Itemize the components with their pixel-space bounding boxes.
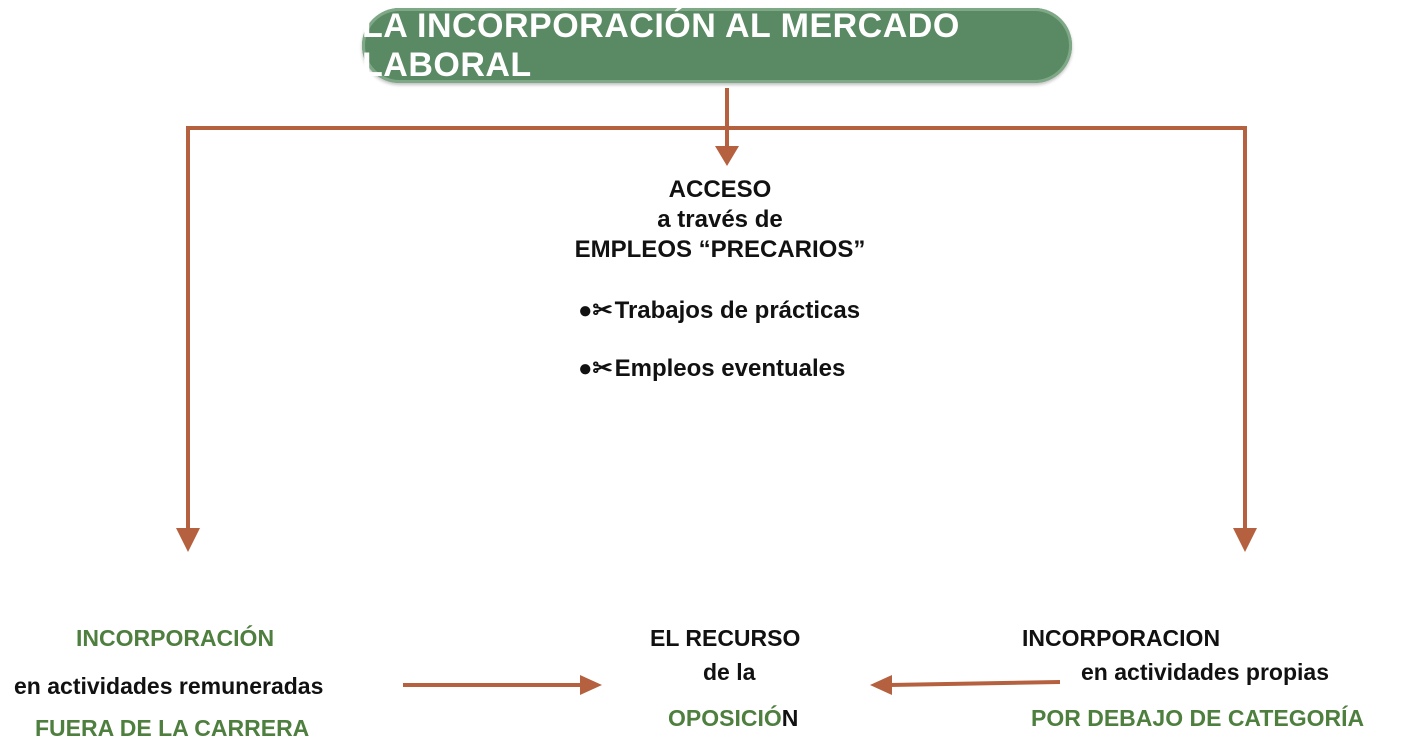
- left-heading: INCORPORACIÓN: [76, 625, 275, 651]
- right-footer: POR DEBAJO DE CATEGORÍA: [1031, 705, 1365, 731]
- left-description: en actividades remuneradas: [14, 673, 324, 699]
- middle-subtitle: de la: [703, 659, 756, 685]
- access-precarious: EMPLEOS “PRECARIOS”: [574, 236, 866, 263]
- scissors-icon: ●✂: [578, 355, 613, 382]
- middle-oposicion: OPOSICIÓN: [668, 705, 799, 731]
- scissors-icon: ●✂: [578, 297, 613, 324]
- center-down-arrowhead: [715, 146, 739, 166]
- title-banner: LA INCORPORACIÓN AL MERCADO LABORAL: [362, 7, 1072, 84]
- right-middle-line: [889, 680, 1061, 687]
- left-down-arrowhead: [176, 528, 200, 552]
- middle-title: EL RECURSO: [650, 625, 801, 651]
- right-down-arrowhead: [1233, 528, 1257, 552]
- bullet-item-practicas: ●✂Trabajos de prácticas: [578, 297, 861, 324]
- bullet-item-eventuales: ●✂Empleos eventuales: [578, 355, 846, 382]
- left-footer: FUERA DE LA CARRERA: [35, 715, 310, 741]
- right-to-middle-arrowhead: [870, 675, 892, 695]
- left-to-middle-arrowhead: [580, 675, 602, 695]
- right-description: en actividades propias: [1081, 659, 1329, 685]
- right-heading: INCORPORACION: [1022, 625, 1221, 651]
- access-subtitle: a través de: [657, 206, 783, 233]
- access-block: ACCESO a través de EMPLEOS “PRECARIOS”: [520, 175, 920, 265]
- access-title: ACCESO: [668, 176, 772, 203]
